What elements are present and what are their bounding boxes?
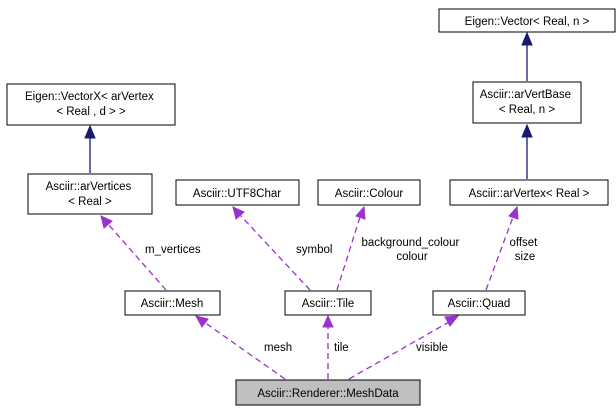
svg-text:Asciir::arVertices < Rea: Asciir::arVertices < Real >: [46, 181, 135, 208]
edge-label-symbol: symbol: [296, 244, 332, 256]
usage-arrowhead: [195, 315, 209, 328]
svg-text:Asciir::Quad: Asciir::Quad: [448, 298, 511, 310]
class-node-meshdata[interactable]: Asciir::Renderer::MeshData: [235, 379, 421, 406]
edge-vectorx-arvertices: [84, 124, 96, 173]
edge-vector-arvertbase: [521, 31, 533, 81]
edge-tile-meshdata: [322, 314, 334, 379]
svg-text:Asciir::Mesh: Asciir::Mesh: [141, 298, 204, 310]
usage-arrowhead: [355, 205, 366, 220]
svg-text:Asciir::Tile: Asciir::Tile: [302, 298, 355, 310]
class-node-arvertex[interactable]: Asciir::arVertex< Real >: [449, 179, 609, 206]
inheritance-arrowhead: [521, 123, 533, 138]
edge-quad-meshdata: [348, 315, 460, 380]
class-node-mesh[interactable]: Asciir::Mesh: [124, 290, 221, 316]
class-node-arvertbase[interactable]: Asciir::arVertBase < Real, n >: [472, 81, 582, 124]
svg-text:Asciir::UTF8Char: Asciir::UTF8Char: [193, 188, 281, 200]
usage-arrowhead: [232, 206, 245, 220]
edge-label-offset-size: offset size: [509, 237, 540, 263]
svg-text:Eigen::VectorX< arVertex: Eigen::VectorX< arVertex < Real , d > >: [25, 91, 157, 118]
usage-arrowhead: [508, 205, 519, 220]
class-node-tile[interactable]: Asciir::Tile: [284, 290, 372, 316]
usage-arrowhead: [100, 215, 113, 229]
inheritance-arrowhead: [84, 124, 96, 139]
edge-colour-tile: [336, 205, 366, 291]
edge-label-tile: tile: [334, 342, 349, 354]
edge-arvertices-mesh: [100, 215, 167, 291]
class-node-arvertices[interactable]: Asciir::arVertices < Real >: [27, 173, 153, 215]
svg-text:Asciir::arVertex< Real >: Asciir::arVertex< Real >: [469, 188, 590, 200]
edge-label-m-vertices: m_vertices: [145, 244, 201, 256]
usage-arrowhead: [444, 315, 460, 327]
svg-text:Eigen::Vector< Real, n >: Eigen::Vector< Real, n >: [465, 16, 590, 28]
edge-arvertex-quad: [485, 205, 519, 291]
edge-label-background-colour: background_colour colour: [361, 237, 462, 263]
svg-text:Asciir::Renderer::MeshData: Asciir::Renderer::MeshData: [257, 388, 399, 400]
svg-text:Asciir::arVertBase < Rea: Asciir::arVertBase < Real, n >: [480, 89, 575, 116]
edge-mesh-meshdata: [195, 315, 286, 380]
class-node-utf8char[interactable]: Asciir::UTF8Char: [175, 179, 300, 206]
edge-label-mesh: mesh: [264, 342, 292, 354]
class-node-colour[interactable]: Asciir::Colour: [317, 179, 421, 206]
svg-text:Asciir::Colour: Asciir::Colour: [335, 188, 404, 200]
class-node-eigen-vector[interactable]: Eigen::Vector< Real, n >: [438, 8, 616, 33]
edge-label-visible: visible: [416, 342, 448, 354]
edge-utf8char-tile: [232, 206, 311, 291]
class-node-quad[interactable]: Asciir::Quad: [432, 290, 526, 316]
edge-arvertbase-arvertex: [521, 123, 533, 179]
usage-arrowhead: [322, 314, 334, 328]
class-node-eigen-vectorx[interactable]: Eigen::VectorX< arVertex < Real , d > >: [6, 83, 176, 126]
inheritance-arrowhead: [521, 31, 533, 46]
